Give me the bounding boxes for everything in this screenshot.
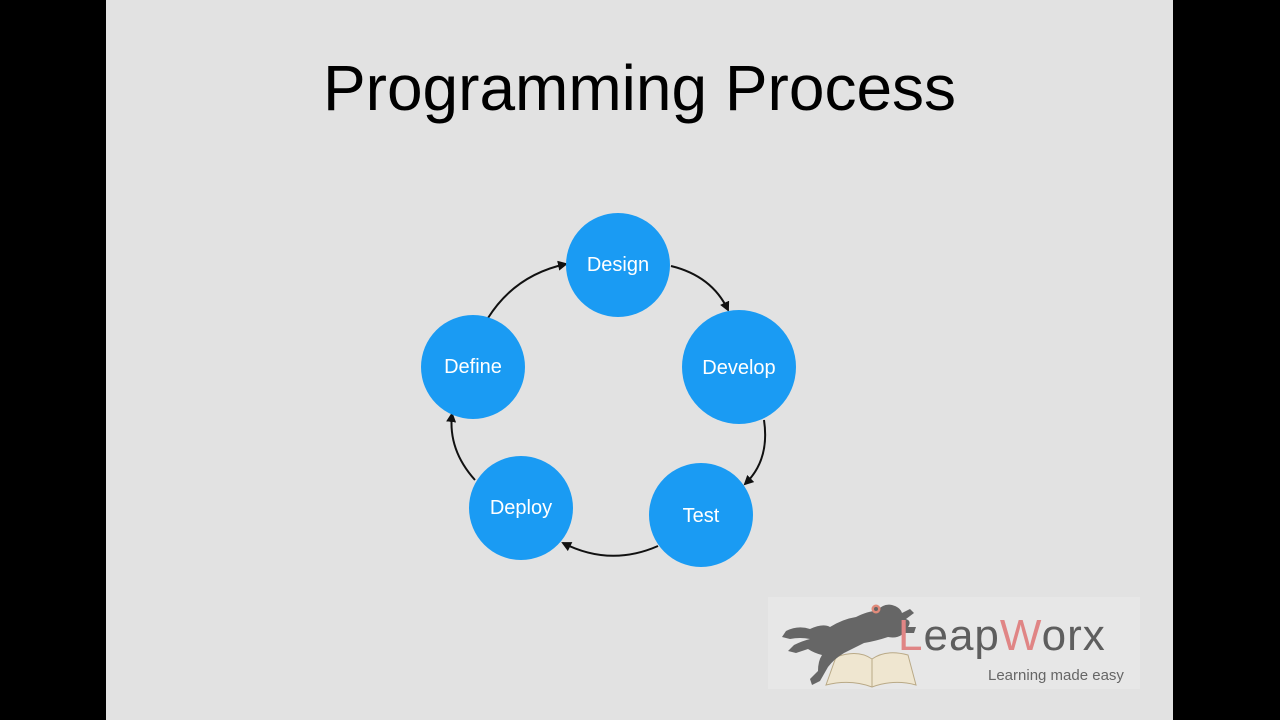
logo-tagline: Learning made easy <box>988 667 1124 684</box>
node-develop-label: Develop <box>702 357 775 379</box>
node-design-label: Design <box>587 254 649 276</box>
node-deploy-label: Deploy <box>490 497 552 519</box>
node-define-label: Define <box>444 356 502 378</box>
open-book-icon <box>825 652 917 688</box>
edge-deploy-to-define <box>446 412 476 481</box>
leapworx-logo: LeapWorx Learning made easy <box>768 597 1140 689</box>
slide: Programming Process <box>106 0 1173 720</box>
frog-icon <box>782 604 917 688</box>
logo-wordmark: LeapWorx <box>898 611 1106 660</box>
edge-define-to-design <box>487 260 568 319</box>
edge-test-to-deploy <box>561 542 659 557</box>
node-develop: Develop <box>682 310 796 424</box>
node-test-label: Test <box>683 505 720 527</box>
node-define: Define <box>421 315 525 419</box>
node-deploy: Deploy <box>469 456 573 560</box>
node-design: Design <box>566 213 670 317</box>
edge-develop-to-test <box>743 419 767 486</box>
edge-design-to-develop <box>670 265 730 312</box>
slide-title: Programming Process <box>322 52 957 124</box>
node-test: Test <box>649 463 753 567</box>
